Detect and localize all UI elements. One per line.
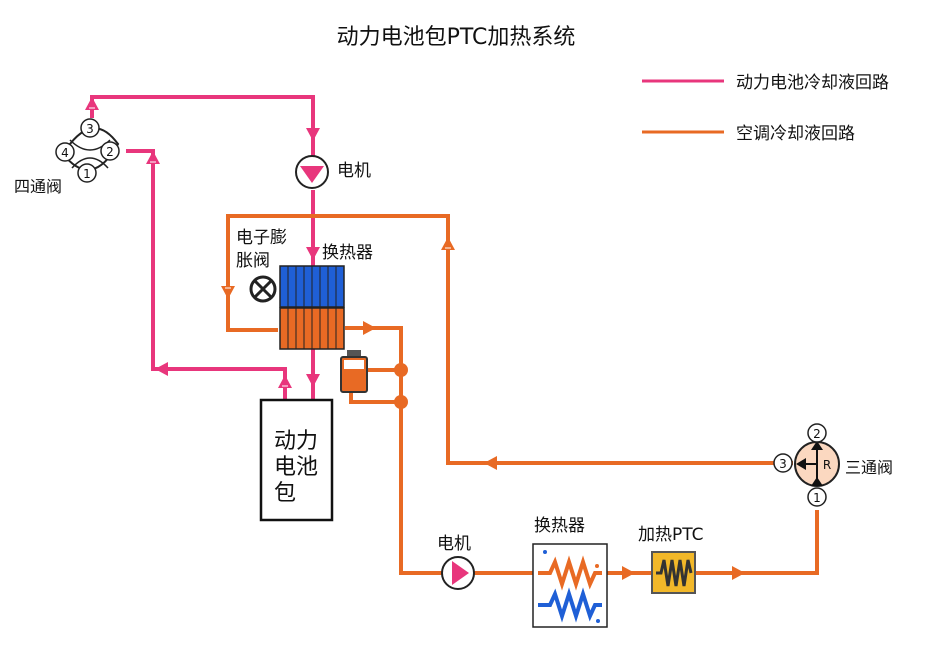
heat-exchanger-bottom-label: 换热器 bbox=[534, 516, 585, 536]
orange-junction-upper bbox=[394, 363, 408, 377]
four-way-valve-label: 四通阀 bbox=[14, 177, 62, 196]
four-way-port-3: 3 bbox=[86, 122, 94, 136]
three-way-center-label: R bbox=[823, 458, 831, 472]
expansion-valve-label-line2: 胀阀 bbox=[236, 251, 270, 271]
ptc-heater-label: 加热PTC bbox=[638, 525, 704, 545]
expansion-valve[interactable] bbox=[249, 275, 277, 303]
battery-pack bbox=[259, 398, 334, 522]
four-way-port-1: 1 bbox=[83, 167, 91, 181]
three-way-valve-label: 三通阀 bbox=[845, 458, 893, 477]
four-way-port-2: 2 bbox=[106, 145, 114, 159]
three-way-port-2: 2 bbox=[813, 427, 821, 441]
heat-exchanger-top bbox=[279, 265, 345, 350]
three-way-port-3: 3 bbox=[779, 457, 787, 471]
heat-exchanger-top-label: 换热器 bbox=[322, 243, 373, 263]
orange-junction-lower bbox=[394, 395, 408, 409]
four-way-port-4: 4 bbox=[61, 146, 69, 160]
three-way-valve[interactable]: 2 3 1 R bbox=[773, 423, 840, 507]
legend-pink-label: 动力电池冷却液回路 bbox=[736, 73, 889, 93]
motor-bottom-label: 电机 bbox=[437, 534, 471, 554]
heat-exchanger-bottom bbox=[532, 543, 608, 628]
legend-orange-label: 空调冷却液回路 bbox=[736, 124, 855, 144]
battery-pack-label-line3: 包 bbox=[274, 481, 296, 506]
coolant-reservoir bbox=[340, 350, 368, 393]
orange-flow-arrows bbox=[221, 237, 745, 580]
pink-loop-pipes bbox=[90, 95, 315, 400]
pink-arrow-dashes bbox=[89, 107, 288, 387]
diagram-title: 动力电池包PTC加热系统 bbox=[337, 25, 576, 50]
motor-bottom-pump[interactable] bbox=[441, 556, 475, 590]
ptc-heater[interactable] bbox=[651, 551, 696, 594]
motor-top-pump[interactable] bbox=[295, 155, 329, 189]
motor-top-label: 电机 bbox=[337, 161, 371, 181]
orange-arrow-dashes bbox=[225, 247, 451, 289]
three-way-port-1: 1 bbox=[813, 491, 821, 505]
battery-pack-label-line1: 动力 bbox=[274, 429, 318, 454]
pink-flow-arrows bbox=[85, 97, 320, 388]
four-way-valve[interactable]: 3 2 4 1 bbox=[55, 118, 120, 183]
battery-pack-label-line2: 电池 bbox=[274, 455, 318, 480]
expansion-valve-label-line1: 电子膨 bbox=[236, 228, 287, 248]
